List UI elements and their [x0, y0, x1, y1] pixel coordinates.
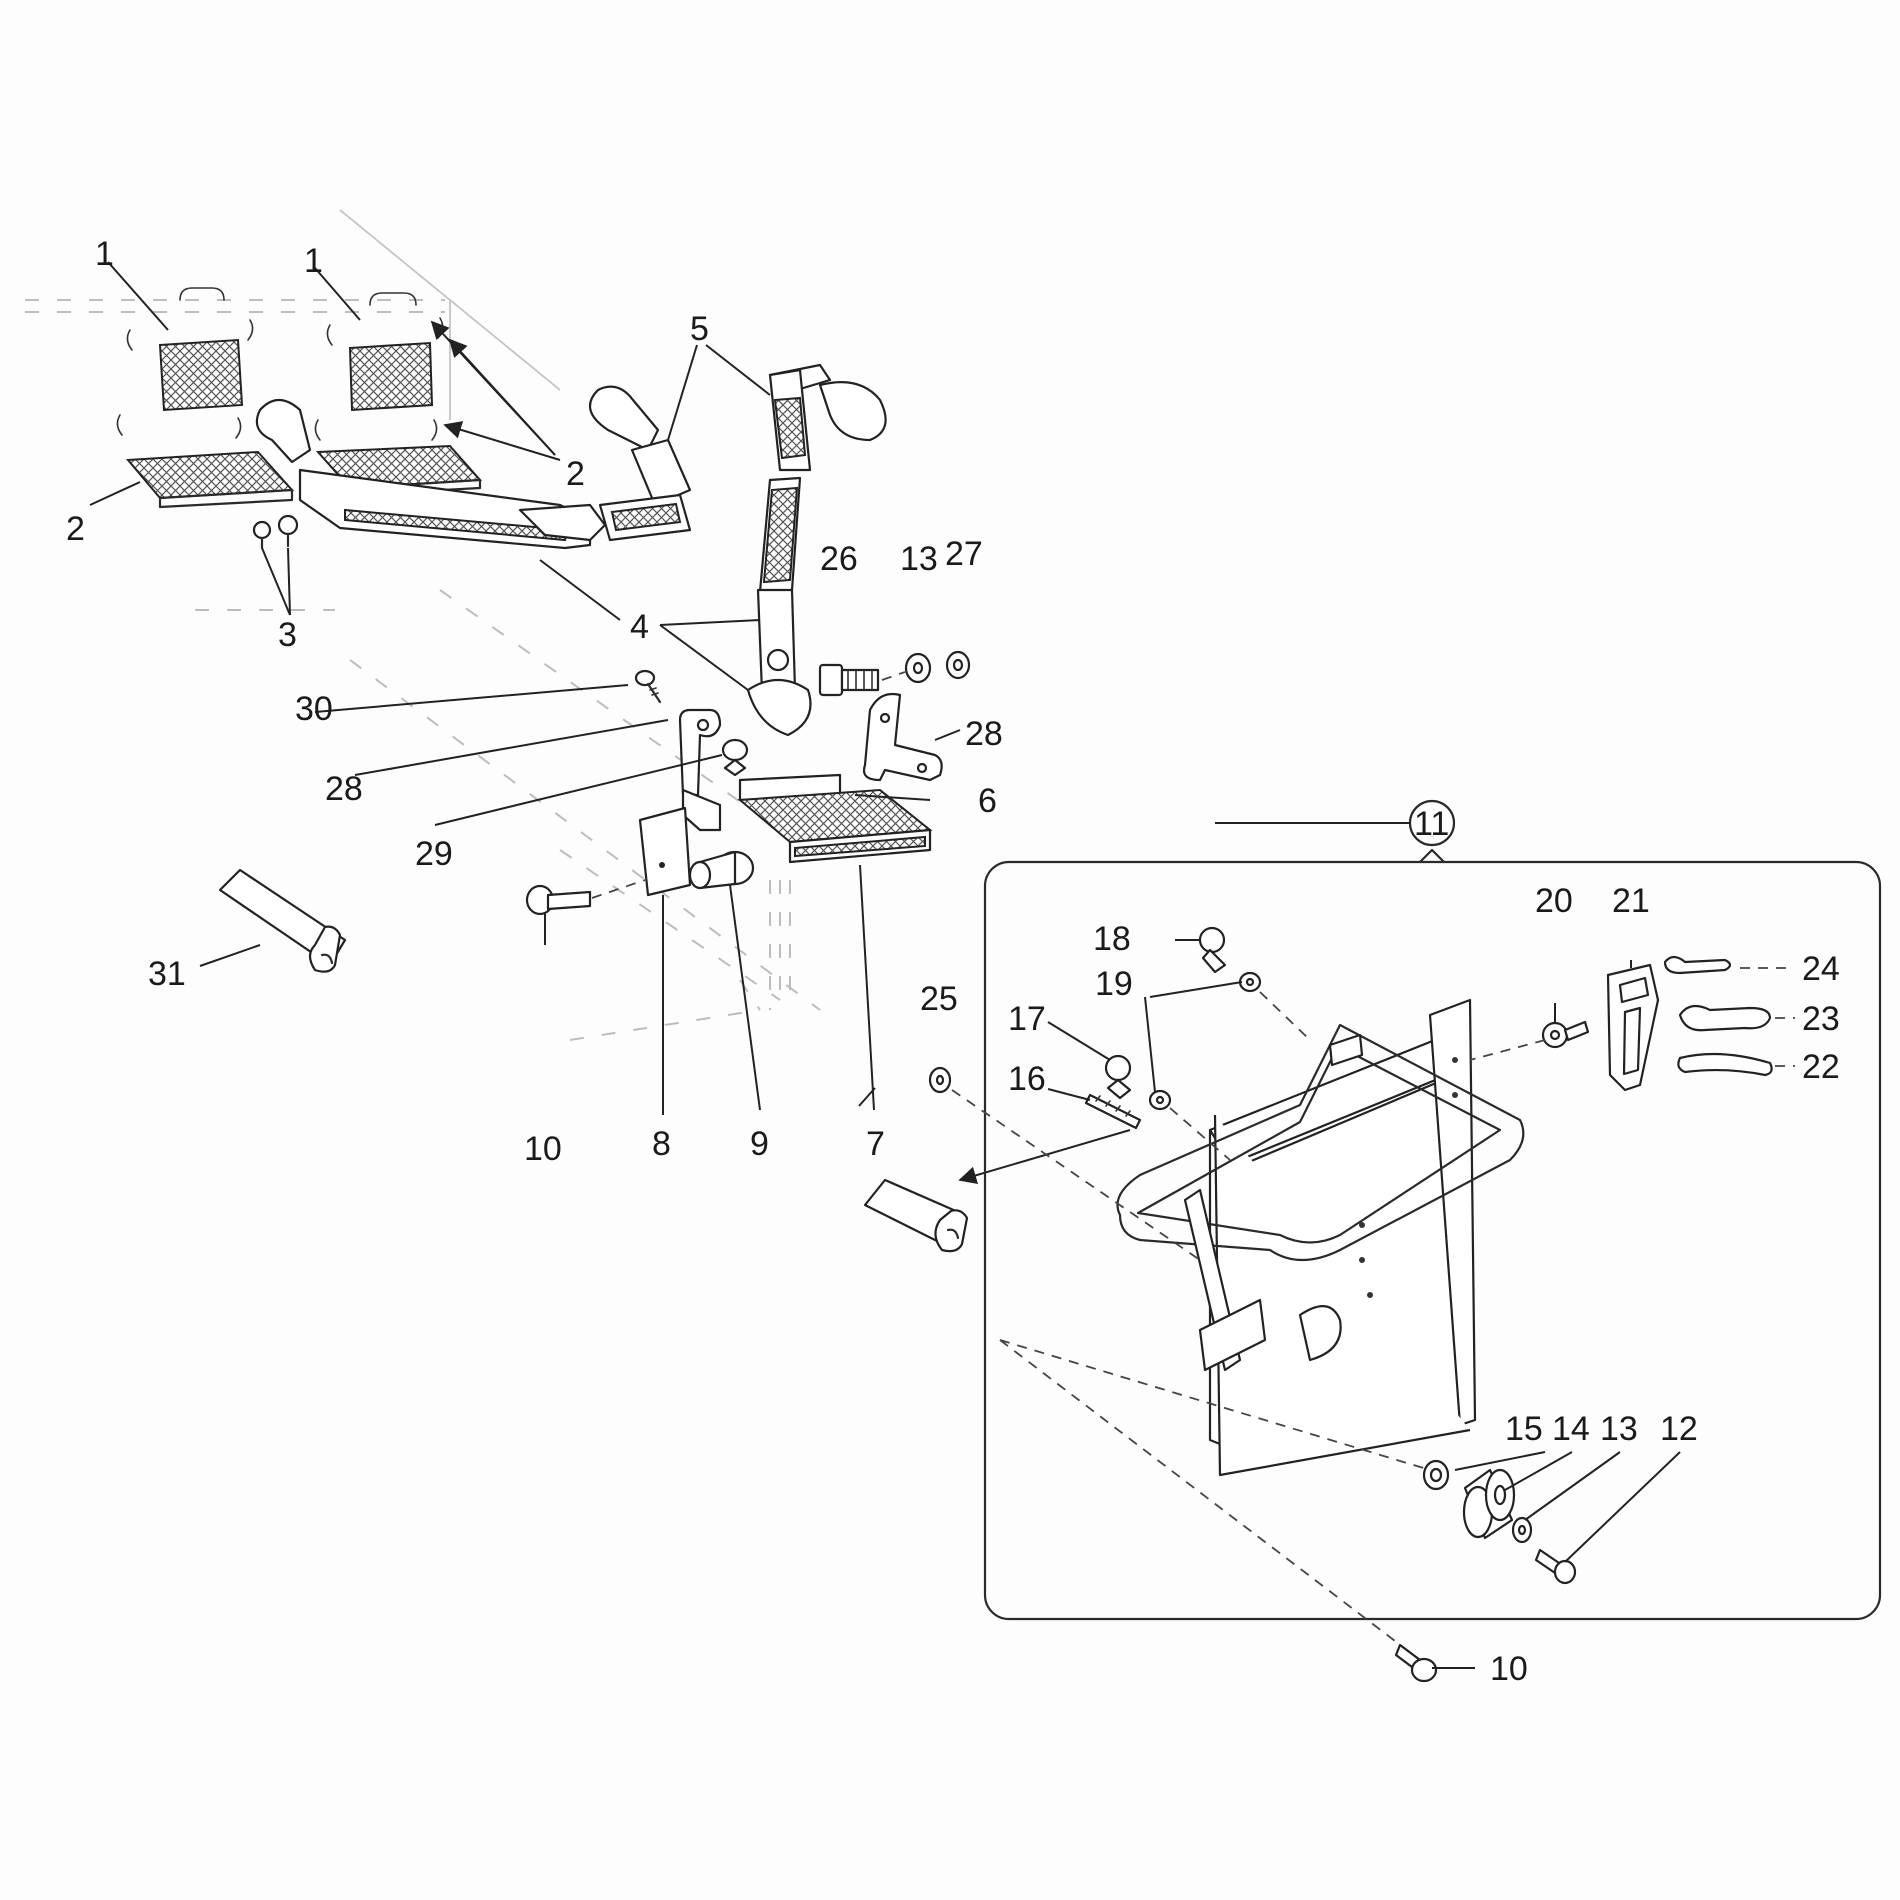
callout-11: 11 — [1414, 805, 1449, 843]
callout-28a: 28 — [965, 715, 1003, 753]
callout-23: 23 — [1802, 1000, 1840, 1038]
callout-17: 17 — [1008, 1000, 1046, 1038]
chain-23 — [1678, 1004, 1772, 1032]
screw-30 — [634, 669, 662, 704]
step-strap-4 — [255, 398, 607, 550]
rivets-3 — [252, 514, 299, 550]
callout-26: 26 — [820, 540, 858, 578]
strap-with-hook-right — [768, 363, 887, 472]
vehicle-body-ghost — [25, 209, 821, 1041]
washer-13-lower — [1511, 1516, 1533, 1544]
callout-29: 29 — [415, 835, 453, 873]
bolt-10-left — [525, 884, 592, 916]
washer-19-lower — [1148, 1089, 1172, 1111]
callout-1b: 1 — [304, 242, 323, 280]
callout-14: 14 — [1552, 1410, 1590, 1448]
edge-trim-7 — [863, 1178, 969, 1253]
washer-25 — [928, 1066, 952, 1094]
bolt-10-lower — [1394, 1643, 1438, 1683]
callout-21: 21 — [1612, 882, 1650, 920]
step-plate-6 — [737, 773, 933, 1000]
callout-28b: 28 — [325, 770, 363, 808]
callout-19: 19 — [1095, 965, 1133, 1003]
spacer-14 — [1462, 1468, 1516, 1540]
callout-9: 9 — [750, 1125, 769, 1163]
plate-8 — [638, 806, 692, 897]
mesh-panel-left — [116, 287, 254, 439]
washer-15 — [1422, 1459, 1450, 1491]
callout-4: 4 — [630, 608, 649, 646]
nut-17 — [1104, 1054, 1132, 1100]
callouts: 1 1 2 2 3 4 5 6 7 8 9 10 10 11 12 13 13 … — [66, 235, 1840, 1688]
callout-10b: 10 — [1490, 1650, 1528, 1688]
nut-29 — [721, 738, 749, 777]
callout-5: 5 — [690, 310, 709, 348]
bolt-18 — [1198, 926, 1227, 974]
vertical-strap-4 — [746, 476, 812, 737]
bolt-12 — [1534, 1548, 1577, 1585]
callout-1a: 1 — [95, 235, 114, 273]
nut-27 — [945, 650, 971, 680]
mesh-panel-right — [314, 292, 444, 441]
callout-8: 8 — [652, 1125, 671, 1163]
bolt-20 — [1541, 1020, 1590, 1049]
callout-16: 16 — [1008, 1060, 1046, 1098]
callout-3: 3 — [278, 616, 297, 654]
strap-with-hook-left — [588, 385, 692, 542]
callout-15: 15 — [1505, 1410, 1543, 1448]
callout-12: 12 — [1660, 1410, 1698, 1448]
callout-18: 18 — [1093, 920, 1131, 958]
callout-10a: 10 — [524, 1130, 562, 1168]
callout-20: 20 — [1535, 882, 1573, 920]
callout-22: 22 — [1802, 1048, 1840, 1086]
callout-6: 6 — [978, 782, 997, 820]
step-plate-left — [125, 450, 295, 509]
latch-plate-21 — [1606, 963, 1660, 1092]
rubber-strip-22 — [1677, 1052, 1773, 1077]
callout-30: 30 — [295, 690, 333, 728]
callout-31: 31 — [148, 955, 186, 993]
pin-16 — [1084, 1093, 1142, 1130]
callout-2a: 2 — [66, 510, 85, 548]
edge-trim-31 — [218, 868, 347, 973]
callout-7: 7 — [866, 1125, 885, 1163]
bush-9 — [688, 850, 755, 890]
callout-24: 24 — [1802, 950, 1840, 988]
callout-25: 25 — [920, 980, 958, 1018]
washer-13-top — [904, 652, 932, 684]
mudflap-bracket — [1116, 998, 1525, 1477]
clip-24 — [1663, 955, 1732, 975]
callout-27: 27 — [945, 535, 983, 573]
callout-2b: 2 — [566, 455, 585, 493]
bracket-28-right — [862, 692, 943, 782]
callout-13b: 13 — [1600, 1410, 1638, 1448]
callout-13a: 13 — [900, 540, 938, 578]
washer-19-top — [1238, 971, 1262, 993]
bolt-26 — [818, 663, 880, 697]
leader-lines — [89, 261, 1681, 1669]
